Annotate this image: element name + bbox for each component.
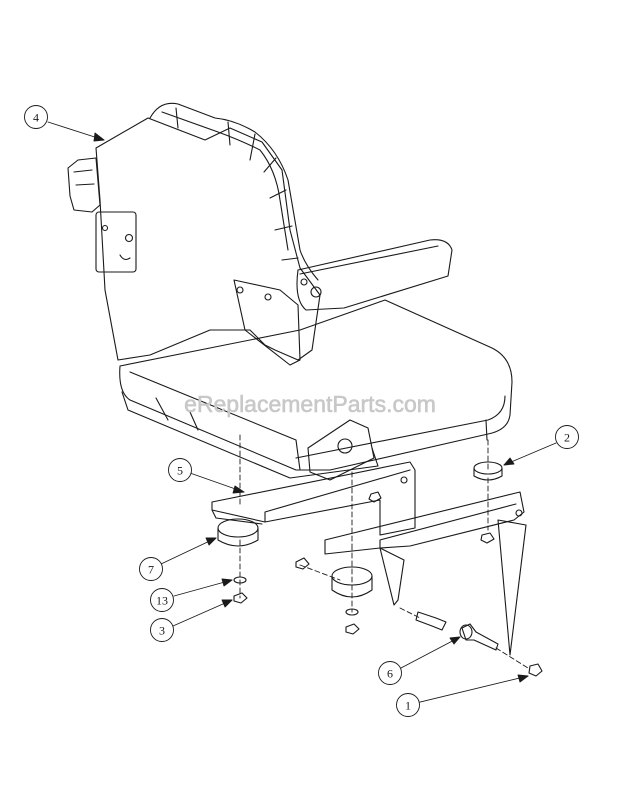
armrest <box>296 239 453 311</box>
callout-4-circle[interactable] <box>24 105 48 129</box>
flange-nut <box>528 663 543 677</box>
seat-assembly <box>67 102 513 481</box>
isolator-left <box>217 527 259 547</box>
seat-cushion-edge <box>295 395 506 459</box>
callout-6-label: 6 <box>387 667 393 681</box>
callout-7-circle[interactable] <box>139 557 163 581</box>
rail-upper <box>211 461 416 536</box>
callout-13-circle[interactable] <box>150 588 174 612</box>
callout-2-label: 2 <box>564 431 570 445</box>
callout-labels: 4 5 2 7 13 3 6 1 <box>33 111 570 713</box>
stand-left <box>379 547 405 606</box>
callout-3-label: 3 <box>159 624 165 638</box>
callout-4-label: 4 <box>33 111 39 125</box>
washer-left <box>233 576 247 584</box>
bolt-lower <box>415 611 447 631</box>
callout-3-circle[interactable] <box>150 618 174 642</box>
seat-rails <box>211 461 527 656</box>
stand-right <box>497 519 527 656</box>
back-hinge-bracket <box>67 157 101 213</box>
alignment-lines <box>239 434 529 669</box>
hardware <box>217 461 543 677</box>
callout-13-label: 13 <box>156 594 168 608</box>
callouts <box>24 105 579 717</box>
seat-pan <box>121 391 379 479</box>
seat-back <box>95 117 321 361</box>
rail-lower <box>324 491 525 555</box>
isolator-middle <box>331 575 373 598</box>
seat-cushion <box>119 299 513 471</box>
seat-pivot-bracket <box>307 419 375 481</box>
callout-2-circle[interactable] <box>555 425 579 449</box>
shoulder-bolt <box>461 623 499 651</box>
locknut-left <box>233 592 248 604</box>
callout-7-label: 7 <box>148 563 154 577</box>
watermark-text: eReplacementParts.com <box>184 391 436 417</box>
callout-1-circle[interactable] <box>396 693 420 717</box>
callout-6-circle[interactable] <box>378 661 402 685</box>
callout-5-circle[interactable] <box>168 458 192 482</box>
isolator-right <box>473 467 503 481</box>
callout-5-label: 5 <box>177 464 183 478</box>
callout-1-label: 1 <box>405 699 411 713</box>
